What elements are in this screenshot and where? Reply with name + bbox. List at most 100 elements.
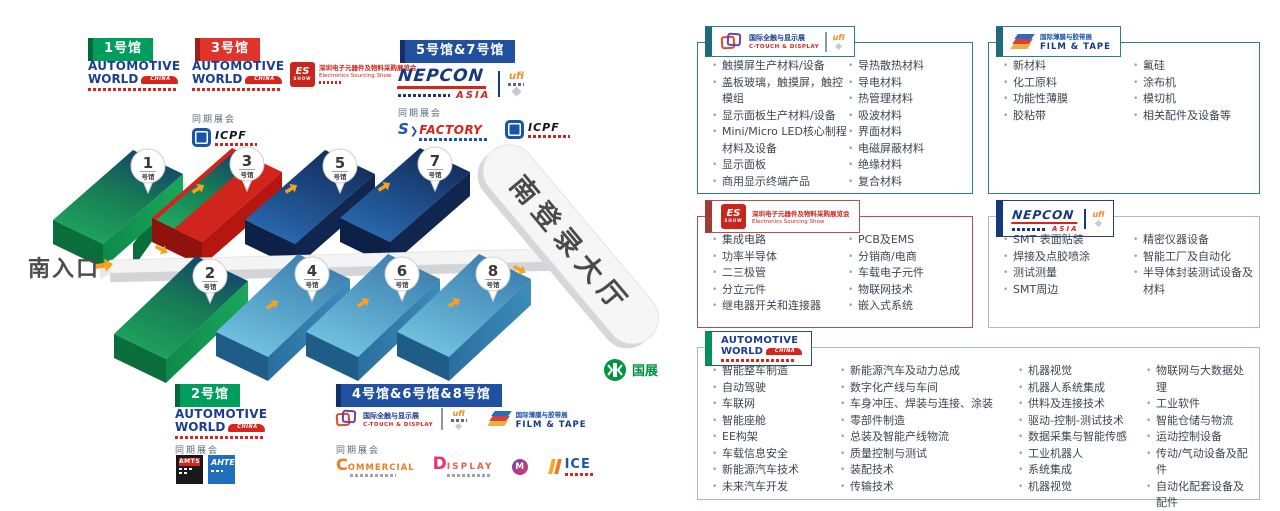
concurrent-shows-label: 同期展会 [175,446,220,456]
nepcon-asia-logo: NEPCON ASIA [1011,208,1079,233]
svg-text:6: 6 [397,262,407,280]
hall-map: 南登录大厅 [28,144,659,383]
hall-badge-1-label: 1号馆 [104,41,143,56]
panel-film-tape: 国际薄膜与胶带展 FILM & TAPE 新材料化工原料功能性薄膜胶粘带 氟硅涂… [988,26,1260,194]
amts-tagline [179,468,193,471]
es-chip-icon: ES SHOW [721,204,746,229]
overlapping-squares-icon [720,32,743,52]
category-item: 数字化产线与车间 [839,380,1017,397]
hall-badge-1: 1号馆 [88,38,154,61]
category-item: 胶粘带 [1002,108,1132,125]
category-item: 新能源汽车及动力总成 [839,363,1017,380]
category-item: 车联网 [711,396,839,413]
category-item: 绝缘材料 [847,157,966,174]
category-item: PCB及EMS [847,232,966,249]
category-list: 智能整车制造自动驾驶车联网智能座舱EE构架车载信息安全新能源汽车技术未来汽车开发 [711,363,839,511]
category-item: 复合材料 [847,174,966,191]
layer-stack-icon [486,409,512,429]
icpf-tagline [215,142,257,146]
ufi-approved-event-badge: ufi [833,34,845,51]
category-item: 机器人系统集成 [1017,380,1145,397]
logo-divider [498,70,501,97]
hall-pin-3: 3 号馆 [229,146,265,193]
ufi-diamond-icon [511,86,522,97]
category-item: 智能整车制造 [711,363,839,380]
amts-tagline [179,472,189,475]
category-item: 车载电子元件 [847,265,966,282]
metro-station-label: 国展 [632,364,659,379]
hall-pin-8: 8 号馆 [475,256,511,303]
category-item: 机器视觉 [1017,363,1145,380]
category-list: 新材料化工原料功能性薄膜胶粘带 [1002,58,1132,124]
category-item: 触摸屏生产材料/设备 [711,58,847,75]
es-show-logo: ES SHOW 深圳电子元器件及物料采购展览会 Electronics Sour… [290,62,417,87]
ufi-diamond-icon [455,422,463,430]
hall-pins: 1 号馆 3 号馆 5 号馆 7 号馆 [130,146,511,305]
automotive-world-tagline [192,88,280,92]
concurrent-shows-label: 同期展会 [192,115,237,125]
category-item: 相关配件及设备等 [1132,108,1253,125]
china-vehicle-badge: CHINA [228,424,265,432]
category-item: 吸波材料 [847,108,966,125]
category-item: 电磁屏蔽材料 [847,141,966,158]
category-item: 物联网与大数据处理 [1145,363,1253,396]
category-item: 半导体封装测试设备及材料 [1132,265,1253,298]
es-chip-icon: ES SHOW [290,62,315,87]
category-item: 导热散热材料 [847,58,966,75]
automotive-world-tagline [721,359,795,362]
hall-pin-2: 2 号馆 [192,258,228,305]
icpf-chip-icon [195,131,208,144]
amts-logo: AMTS [176,455,203,484]
panel-c-touch-display: 国际全触与显示展 C-TOUCH & DISPLAY ufi 触摸屏生产材料/设… [697,26,973,194]
panel-header-film-tape: 国际薄膜与胶带展 FILM & TAPE [996,26,1121,57]
svg-text:号馆: 号馆 [487,280,501,289]
category-list: 氟硅涂布机模切机相关配件及设备等 [1132,58,1253,124]
category-item: 嵌入式系统 [847,298,966,315]
chip-pins [319,81,417,84]
panel-header-es: ES SHOW 深圳电子元器件及物料采购展览会 Electronics Sour… [705,200,860,233]
category-item: 数据采集与智能传感 [1017,429,1145,446]
category-item: 智能工厂及自动化 [1132,249,1253,266]
ice-tagline [564,472,595,476]
svg-text:号馆: 号馆 [241,170,255,179]
svg-text:号馆: 号馆 [396,280,410,289]
category-item: EE构架 [711,429,839,446]
south-entrance-label: 南入口 [28,257,100,282]
hall-badge-5-7-label: 5号馆&7号馆 [416,43,505,58]
svg-text:1: 1 [143,154,153,172]
category-item: 车身冲压、焊装与连接、涂装 [839,396,1017,413]
category-item: 驱动-控制-测试技术 [1017,413,1145,430]
hall-badge-3-label: 3号馆 [211,41,250,56]
svg-text:7: 7 [430,152,440,170]
category-item: 零部件制造 [839,413,1017,430]
ufi-approved-event-badge: ufi [450,409,467,430]
hall-pin-7: 7 号馆 [417,146,453,193]
category-item: 智能座舱 [711,413,839,430]
category-item: 未来汽车开发 [711,479,839,496]
hall-pin-1: 1 号馆 [130,148,166,195]
category-item: 物联网技术 [847,282,966,299]
concurrent-shows-label: 同期展会 [398,109,443,119]
nepcon-asia-logo: NEPCON ASIA [396,66,491,101]
ahte-logo: AHTE [208,455,235,484]
display-tagline [446,474,491,477]
icpf-logo: ICPF [192,128,257,147]
panel-header-c-touch-display: 国际全触与显示展 C-TOUCH & DISPLAY ufi [705,26,855,57]
category-item: 焊接及点胶喷涂 [1002,249,1132,266]
category-item: 智能仓储与物流 [1145,413,1253,430]
svg-text:4: 4 [307,262,317,280]
category-item: 功能性薄膜 [1002,91,1132,108]
automotive-world-tagline [175,436,263,440]
layer-stack-icon [1010,32,1035,52]
category-item: 分立元件 [711,282,847,299]
category-item: 精密仪器设备 [1132,232,1253,249]
category-item: 集成电路 [711,232,847,249]
hall-badge-4-6-8: 4号馆&6号馆&8号馆 [336,384,502,407]
ufi-approved-event-badge: ufi [1092,211,1104,228]
category-item: 装配技术 [839,462,1017,479]
